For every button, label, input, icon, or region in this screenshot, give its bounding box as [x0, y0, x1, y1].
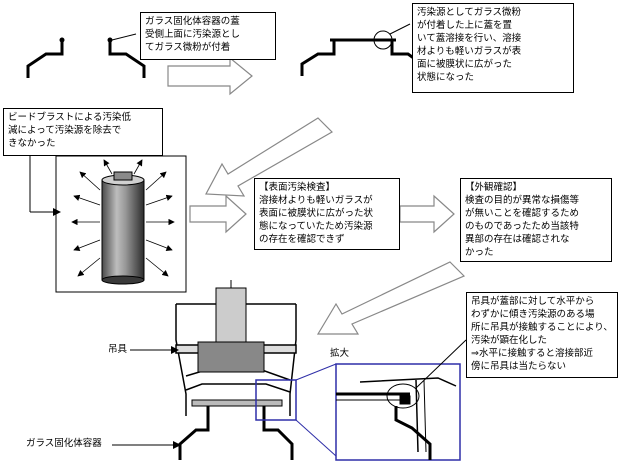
flow-arrow-down-left: [316, 261, 466, 335]
glass-powder-dot: [107, 37, 113, 43]
leader-line: [111, 33, 137, 41]
glass-powder-dot: [59, 37, 65, 43]
leader-line: [295, 419, 337, 457]
leader-line: [415, 339, 467, 389]
hoist-top: [215, 287, 247, 343]
enlarged-detail: [336, 377, 457, 460]
leader-line: [389, 23, 411, 35]
blast-rays: [71, 159, 175, 277]
note-top-left: ガラス固化体容器の蓋 受側上面に汚染源とし てガラス微粉が付着: [140, 12, 276, 60]
note-surface-check: 【表面汚染検査】 溶接材よりも軽いガラスが 表面に被膜状に広がった状 態になって…: [254, 178, 400, 250]
container-bottom: [178, 406, 294, 460]
glass-canister: [101, 171, 145, 285]
note-crane-contact: 吊具が蓋部に対して水平から わずかに傾き汚染源のある場 所に吊具が接触することに…: [466, 292, 618, 378]
container-label: ガラス固化体容器: [26, 438, 102, 449]
lid-plate: [191, 399, 283, 407]
flow-arrow-right: [399, 194, 455, 234]
enlarged-detail-frame: [335, 363, 461, 461]
weld-zoom-circle: [373, 30, 393, 50]
leader-line: [295, 363, 337, 381]
hanger-label: 吊具: [108, 344, 128, 355]
flow-arrow-right: [167, 56, 253, 96]
flow-arrow-right: [189, 194, 247, 234]
note-top-right: 汚染源としてガラス微粉 が付着した上に蓋を置 いて蓋溶接を行い、溶接 材よりも軽…: [412, 3, 574, 93]
container-with-lid-right: [300, 38, 424, 76]
hoist-block: [197, 341, 265, 373]
contact-point-circle: [386, 383, 420, 409]
container-lid-seat-left: [26, 42, 146, 78]
note-blast: ビードブラストによる汚染低 減によって汚染源を除去で きなかった: [3, 108, 163, 156]
flow-arrow-down-left: [205, 117, 333, 197]
note-visual-check: 【外観確認】 検査の目的が異常な損傷等 が無いことを確認するため のものであった…: [460, 178, 612, 262]
expand-label: 拡大: [330, 348, 350, 359]
zoom-region-box: [255, 379, 297, 421]
